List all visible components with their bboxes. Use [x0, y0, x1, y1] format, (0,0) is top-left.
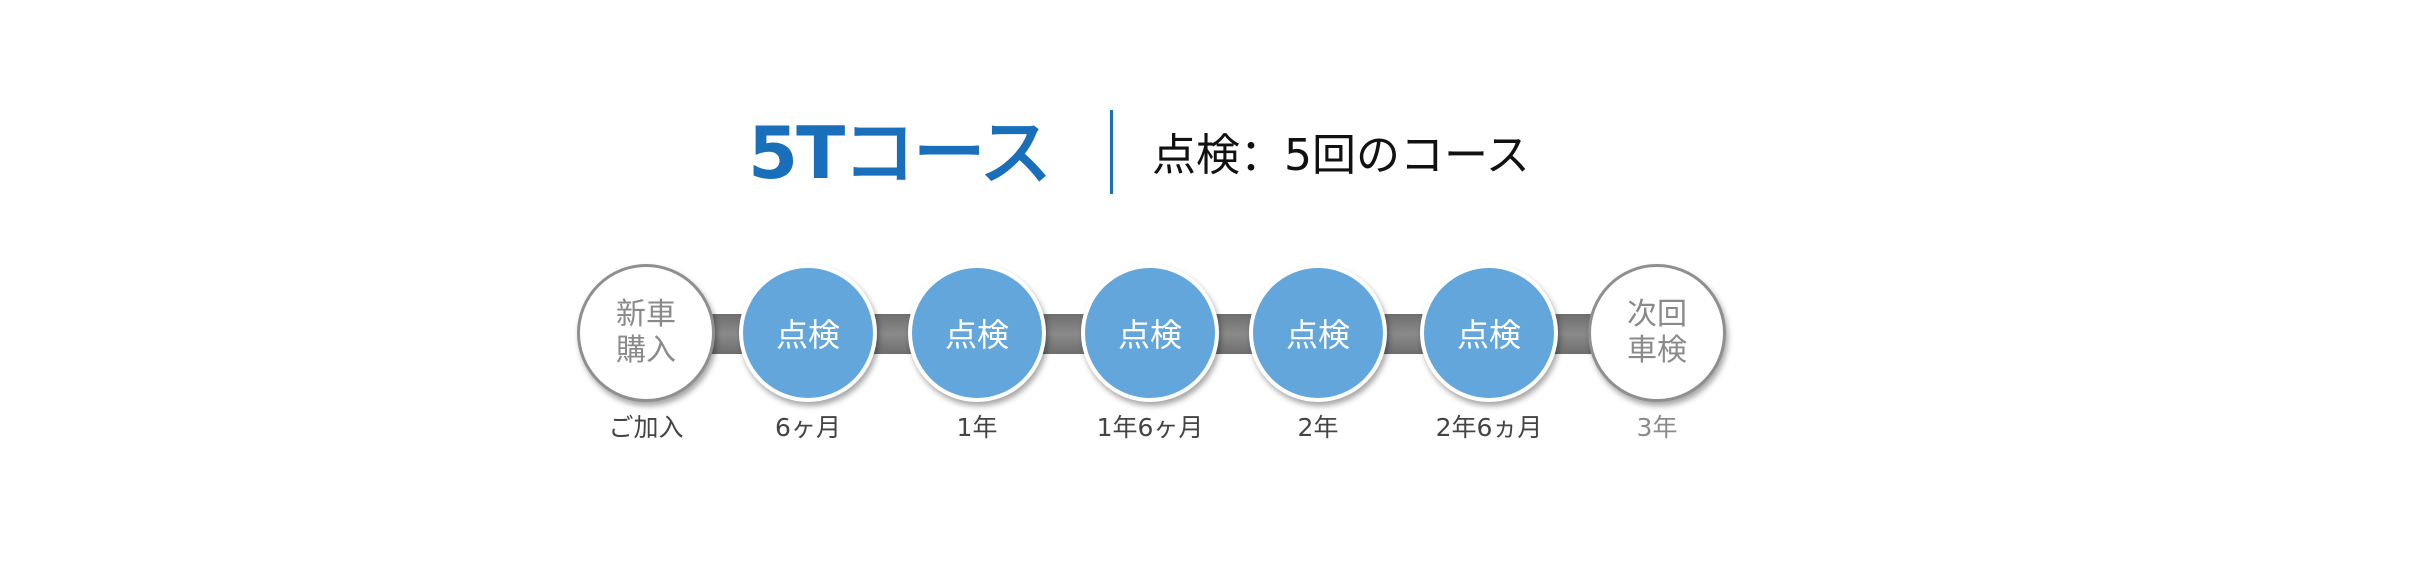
timeline-label: 2年 — [1297, 413, 1339, 442]
timeline-node: 点検 — [1420, 264, 1558, 402]
timeline-label: 3年 — [1636, 413, 1678, 442]
timeline-label: 1年6ヶ月 — [1096, 413, 1204, 442]
timeline-node: 点検 — [739, 264, 877, 402]
course-subtitle: 点検：5回のコース — [1152, 130, 1530, 181]
timeline-node: 点検 — [1249, 264, 1387, 402]
timeline-node: 点検 — [1081, 264, 1219, 402]
timeline-node-text: 点検 — [944, 316, 1009, 354]
title-divider — [1110, 110, 1113, 194]
timeline-node-text: 点検 — [1117, 316, 1182, 354]
timeline-label: ご加入 — [608, 413, 684, 442]
timeline-label: 2年6ヵ月 — [1435, 413, 1543, 442]
timeline-node-text: 点検 — [1285, 316, 1350, 354]
course-title: 5Tコース — [748, 111, 1052, 195]
timeline-label: 6ヶ月 — [775, 413, 841, 442]
timeline-node-text: 次回 車検 — [1627, 297, 1687, 368]
timeline-label: 1年 — [956, 413, 998, 442]
timeline-node: 点検 — [908, 264, 1046, 402]
timeline-node-text: 新車 購入 — [616, 297, 676, 368]
timeline-node-text: 点検 — [775, 316, 840, 354]
timeline-node: 新車 購入 — [577, 264, 715, 402]
timeline-node-text: 点検 — [1456, 316, 1521, 354]
timeline-node: 次回 車検 — [1588, 264, 1726, 402]
